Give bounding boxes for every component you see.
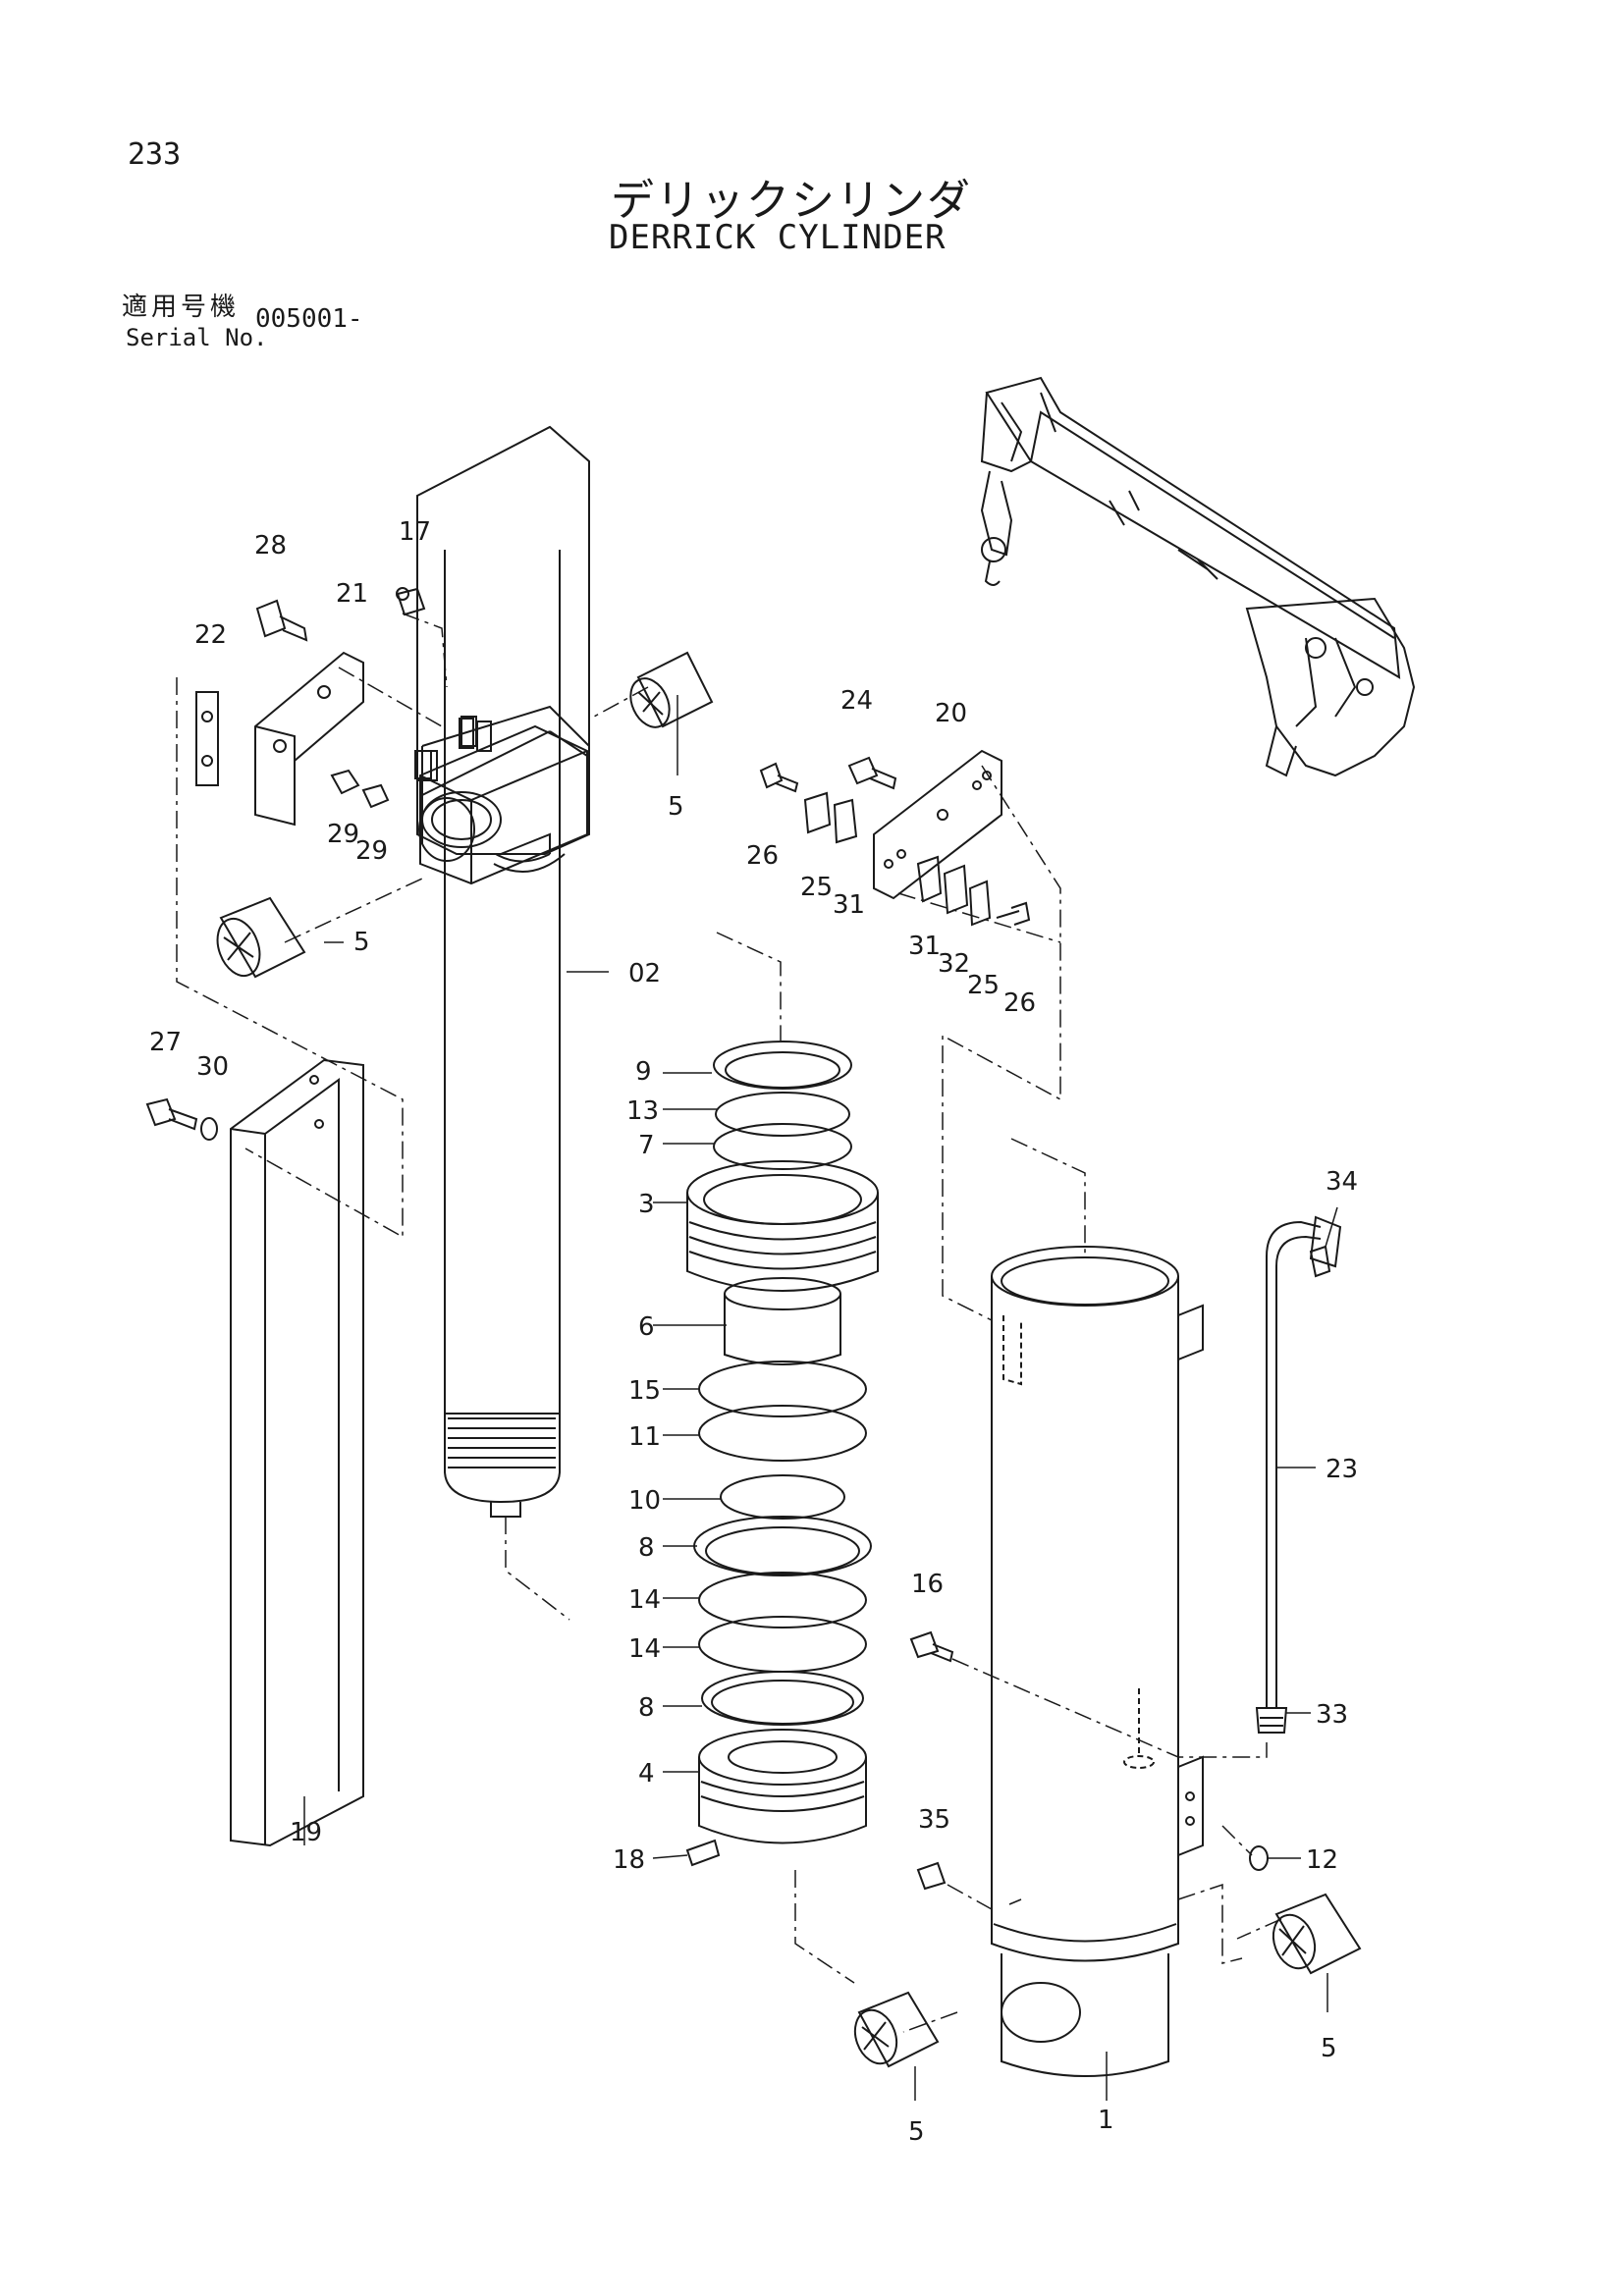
- grease-nipple-17: [396, 587, 426, 616]
- cylinder-body-1: [991, 1246, 1204, 2077]
- callout-label: 3: [638, 1190, 655, 1219]
- callout-label: 24: [840, 686, 873, 716]
- plug-35: [916, 1861, 947, 1891]
- leader-lines: [303, 695, 1338, 2101]
- channel-cover-19: [230, 1058, 364, 1847]
- callout-label: 17: [399, 517, 431, 547]
- callout-label: 9: [635, 1057, 652, 1087]
- callout-label: 20: [935, 699, 967, 728]
- bolt-24: [847, 756, 897, 790]
- callout-label: 25: [967, 971, 1000, 1000]
- assembly-lines: [176, 613, 1282, 2033]
- callout-label: 10: [628, 1486, 661, 1516]
- callout-label: 31: [908, 932, 941, 961]
- seal-8-bottom: [701, 1671, 864, 1726]
- callout-label: 26: [1003, 988, 1036, 1018]
- callout-label: 25: [800, 873, 833, 902]
- callout-label: 33: [1316, 1700, 1348, 1730]
- page-title-japanese: デリックシリンダ: [611, 176, 972, 226]
- callout-label: 23: [1326, 1455, 1358, 1484]
- callout-label: 13: [626, 1096, 659, 1126]
- serial-label-english: Serial No.: [126, 324, 268, 351]
- ring-15: [698, 1361, 867, 1417]
- bolt-16: [909, 1630, 954, 1663]
- bolt-28: [255, 599, 308, 642]
- ring-13: [715, 1092, 850, 1137]
- bolt-26-bottom: [996, 901, 1031, 926]
- ring-11: [698, 1405, 867, 1462]
- callout-label: 16: [911, 1570, 944, 1599]
- callout-label: 5: [1321, 2034, 1337, 2063]
- callout-label: 11: [628, 1422, 661, 1452]
- bracket-21: [254, 651, 364, 827]
- callout-label: 5: [668, 792, 684, 822]
- rod-eye-block: [414, 718, 588, 885]
- plate-22: [195, 691, 219, 786]
- bolt-26-top: [759, 762, 799, 793]
- callout-label: 4: [638, 1759, 655, 1789]
- callout-label: 8: [638, 1533, 655, 1563]
- callout-label: 21: [336, 579, 368, 609]
- callout-label: 02: [628, 959, 661, 988]
- callout-label: 7: [638, 1131, 655, 1160]
- nuts-29: [330, 769, 390, 809]
- callout-label: 31: [833, 890, 865, 920]
- callout-label: 18: [613, 1845, 645, 1875]
- callout-label: 30: [196, 1052, 229, 1082]
- callout-label: 19: [290, 1818, 322, 1847]
- callout-label: 29: [327, 820, 359, 849]
- bolt-27: [145, 1097, 198, 1131]
- crane-boom-illustration: [980, 376, 1416, 777]
- callout-label: 12: [1306, 1845, 1338, 1875]
- shim-31-top: [833, 798, 858, 844]
- cylinder-head-3: [686, 1160, 879, 1292]
- shim-25-top: [803, 791, 832, 834]
- cylinder-tube-02: [444, 550, 561, 1518]
- page-number: 233: [128, 137, 182, 172]
- callout-label: 5: [353, 928, 370, 957]
- callout-label: 32: [938, 949, 970, 979]
- adapter-33: [1255, 1707, 1288, 1734]
- washer-30: [200, 1117, 218, 1141]
- callout-label: 14: [628, 1585, 661, 1615]
- callout-labels: 28 17 21 22 5 29 29 5 02 27 30 19 24 20 …: [149, 517, 1358, 2147]
- shim-32: [943, 864, 969, 915]
- bushing-5-top: [629, 651, 714, 728]
- ring-14-bottom: [698, 1616, 867, 1673]
- callout-label: 28: [254, 531, 287, 561]
- serial-number-range: 005001-: [255, 304, 363, 334]
- ring-7: [713, 1123, 852, 1170]
- callout-label: 1: [1098, 2106, 1114, 2135]
- callout-label: 8: [638, 1693, 655, 1723]
- shim-31-bottom: [916, 855, 943, 903]
- seal-8-top: [693, 1516, 872, 1576]
- callout-label: 27: [149, 1028, 182, 1057]
- plate-20: [873, 749, 1002, 900]
- callout-label: 15: [628, 1376, 661, 1406]
- page-title-english: DERRICK CYLINDER: [609, 218, 947, 257]
- ring-14-top: [698, 1572, 867, 1629]
- ring-9: [713, 1041, 852, 1090]
- callout-label: 5: [908, 2117, 925, 2147]
- callout-label: 14: [628, 1634, 661, 1664]
- elbow-34: [1309, 1245, 1331, 1278]
- bushing-6: [724, 1277, 841, 1365]
- callout-label: 29: [355, 836, 388, 866]
- callout-label: 26: [746, 841, 779, 871]
- callout-label: 35: [918, 1805, 950, 1835]
- piston-4: [698, 1729, 867, 1844]
- bushing-5-bottom-right: [1272, 1893, 1362, 1975]
- set-screw-18: [685, 1839, 721, 1867]
- o-ring-12: [1249, 1845, 1269, 1871]
- bushing-5-left: [216, 896, 306, 979]
- callout-label: 6: [638, 1312, 655, 1342]
- callout-label: 22: [194, 620, 227, 650]
- serial-label-japanese: 適用号機: [122, 293, 241, 322]
- bushing-5-bottom-left: [853, 1991, 940, 2068]
- ring-10: [720, 1474, 845, 1520]
- callout-label: 34: [1326, 1167, 1358, 1197]
- shim-25-bottom: [968, 880, 992, 927]
